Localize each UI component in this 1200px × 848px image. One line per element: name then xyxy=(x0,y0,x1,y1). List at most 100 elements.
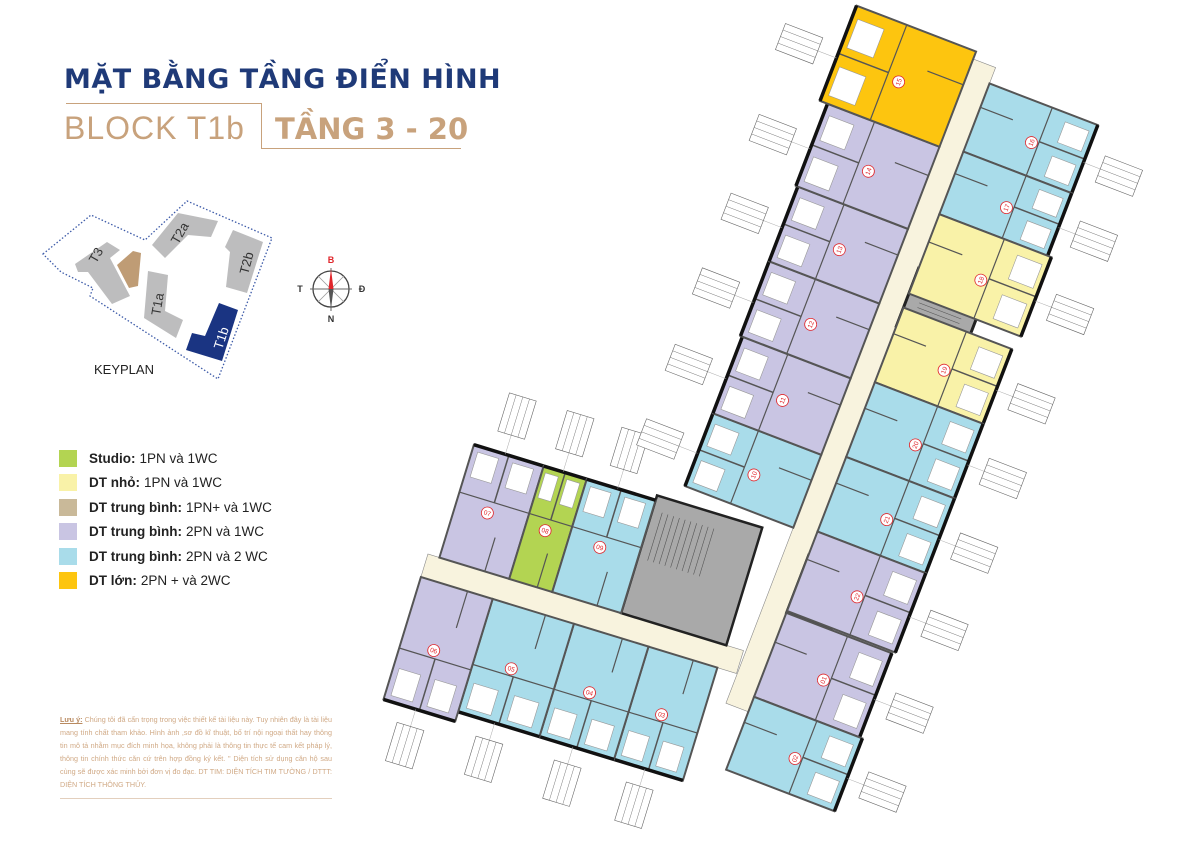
keyplan-building-t2b[interactable]: T2b xyxy=(225,230,263,293)
compass-west: T xyxy=(297,284,303,294)
unit-area-label-box xyxy=(978,457,1027,500)
unit-number: 15 xyxy=(895,77,904,87)
bed-icon xyxy=(926,458,961,491)
compass-north-arrow xyxy=(328,269,334,289)
unit-22[interactable]: 22 xyxy=(785,530,980,674)
keyplan-building-t1b[interactable]: T1b xyxy=(186,303,238,361)
unit-area-label-box xyxy=(775,23,824,65)
bed-icon xyxy=(1031,189,1064,218)
unit-number: 19 xyxy=(940,366,949,376)
bed-icon xyxy=(867,610,902,645)
bed-icon xyxy=(992,294,1028,329)
unit-number-badge xyxy=(655,708,668,722)
unit-number-badge xyxy=(788,752,802,765)
unit-number: 22 xyxy=(853,592,862,602)
bed-icon xyxy=(655,740,685,773)
unit-number: 10 xyxy=(750,470,759,480)
bed-icon xyxy=(969,346,1004,379)
unit-number: 21 xyxy=(883,515,892,525)
bed-icon xyxy=(620,730,650,763)
keyplan-label: KEYPLAN xyxy=(94,362,154,377)
legend: Studio:1PN và 1WC DT nhỏ:1PN và 1WC DT t… xyxy=(59,446,272,593)
unit-01[interactable]: 01 xyxy=(752,611,946,758)
unit-area-label-box xyxy=(858,771,907,813)
title-divider-bottom xyxy=(261,148,461,149)
bed-icon xyxy=(747,309,782,342)
keyplan-building-t3[interactable]: T3 xyxy=(75,242,130,304)
unit-11[interactable]: 11 xyxy=(657,315,852,457)
unit-area-label-box xyxy=(1069,220,1118,262)
unit-number: 06 xyxy=(429,647,438,656)
unit-number-badge xyxy=(583,686,596,700)
legend-item-medium-1pn: DT trung bình:1PN+ và 1WC xyxy=(59,495,272,520)
unit-03[interactable]: 03 xyxy=(597,645,719,836)
unit-number: 14 xyxy=(865,167,874,177)
unit-area-label-box xyxy=(691,267,741,309)
bed-icon xyxy=(692,460,726,492)
bed-icon xyxy=(706,423,740,456)
unit-number: 04 xyxy=(585,689,594,698)
bed-icon xyxy=(883,570,917,605)
bed-icon xyxy=(806,771,840,804)
bed-icon xyxy=(828,66,867,106)
unit-number-badge xyxy=(538,524,552,538)
legend-swatch xyxy=(59,572,77,590)
unit-12[interactable]: 12 xyxy=(684,240,881,380)
unit-15[interactable]: 15 xyxy=(764,0,978,149)
legend-swatch xyxy=(59,449,77,467)
bed-icon xyxy=(803,156,839,192)
unit-18[interactable]: 18 xyxy=(907,212,1106,357)
bed-icon xyxy=(735,347,769,381)
unit-number-badge xyxy=(747,468,761,482)
legend-item-small: DT nhỏ:1PN và 1WC xyxy=(59,471,272,496)
bed-icon xyxy=(776,234,811,268)
page-title: MẶT BẰNG TẦNG ĐIỂN HÌNH xyxy=(64,64,502,95)
bed-icon xyxy=(537,472,559,502)
bed-icon xyxy=(469,451,500,484)
keyplan-building-t1a[interactable]: T1a xyxy=(144,271,183,338)
bed-icon xyxy=(582,486,612,519)
unit-number-badge xyxy=(804,317,818,331)
bed-icon xyxy=(1019,220,1052,249)
compass-east: Đ xyxy=(359,284,366,294)
unit-area-label-box xyxy=(720,192,769,234)
keyplan-amenity xyxy=(117,251,141,288)
unit-06[interactable]: 06 xyxy=(367,575,494,777)
unit-number-badge xyxy=(892,75,906,89)
bed-icon xyxy=(1043,155,1077,186)
unit-07[interactable]: 07 xyxy=(438,387,561,581)
unit-area-label-box xyxy=(1046,293,1095,336)
unit-04[interactable]: 04 xyxy=(522,622,650,815)
svg-text:T2b: T2b xyxy=(236,250,256,276)
bed-icon xyxy=(849,651,883,687)
bed-icon xyxy=(955,383,989,417)
bed-icon xyxy=(790,197,825,230)
unit-number-badge xyxy=(480,506,494,520)
unit-number: 11 xyxy=(779,396,788,405)
unit-08[interactable]: 08 xyxy=(507,409,604,594)
legend-item-medium-2pn-2wc: DT trung bình:2PN và 2 WC xyxy=(59,544,272,569)
bed-icon xyxy=(820,735,854,768)
unit-area-label-box xyxy=(950,532,999,574)
unit-number-badge xyxy=(832,243,846,257)
bed-icon xyxy=(720,385,754,419)
unit-number: 07 xyxy=(483,509,492,518)
unit-area-label-box xyxy=(463,735,504,783)
unit-number: 01 xyxy=(820,675,829,685)
svg-text:T1a: T1a xyxy=(148,291,167,316)
keyplan-building-t2a[interactable]: T2a xyxy=(152,213,218,258)
compass-south: N xyxy=(328,314,335,324)
unit-area-label-box xyxy=(542,759,582,807)
unit-area-label-box xyxy=(885,692,934,734)
unit-14[interactable]: 14 xyxy=(740,82,941,231)
unit-area-label-box xyxy=(614,781,654,829)
unit-02[interactable]: 02 xyxy=(724,695,916,832)
unit-05[interactable]: 05 xyxy=(441,597,576,792)
unit-number: 08 xyxy=(540,527,549,536)
unit-area-label-box xyxy=(636,418,685,460)
bed-icon xyxy=(616,496,646,529)
title-divider-vertical xyxy=(261,103,262,149)
unit-number-badge xyxy=(861,164,875,178)
